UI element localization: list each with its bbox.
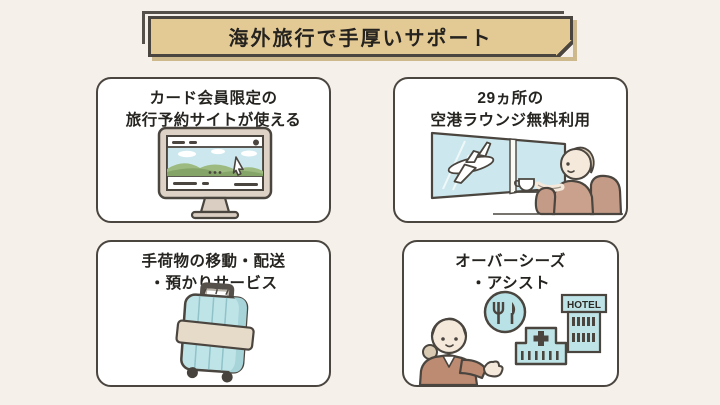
suitcase-icon [174, 282, 255, 383]
cursor-icon [232, 156, 244, 176]
card-overseas-assist: オーバーシーズ ・アシスト HOTEL [402, 240, 619, 387]
card-overseas-assist-title: オーバーシーズ ・アシスト [455, 253, 566, 293]
card-booking-site: カード会員限定の 旅行予約サイトが使える [96, 77, 331, 223]
hospital-icon [514, 326, 568, 366]
title-banner: 海外旅行で手厚いサポート [142, 11, 573, 57]
lounge-window-plane-icon [430, 131, 623, 216]
card-booking-site-title: カード会員限定の 旅行予約サイトが使える [125, 90, 302, 130]
card-baggage-service: 手荷物の移動・配送 ・預かりサービス [96, 240, 331, 387]
restaurant-icon [483, 290, 527, 334]
card-airport-lounge: 29ヵ所の 空港ラウンジ無料利用 [393, 77, 628, 223]
concierge-illustration: HOTEL [418, 290, 608, 385]
concierge-person [418, 317, 504, 385]
coffee-cup-icon [514, 178, 539, 193]
hotel-sign-label: HOTEL [567, 300, 601, 311]
hotel-icon: HOTEL [560, 293, 608, 354]
monitor-website-icon [157, 126, 272, 220]
card-airport-lounge-title: 29ヵ所の 空港ラウンジ無料利用 [430, 90, 591, 130]
page-title: 海外旅行で手厚いサポート [228, 28, 493, 50]
banner-folded-corner [556, 40, 573, 57]
luggage-belt [174, 319, 255, 351]
airplane-icon [447, 141, 495, 184]
